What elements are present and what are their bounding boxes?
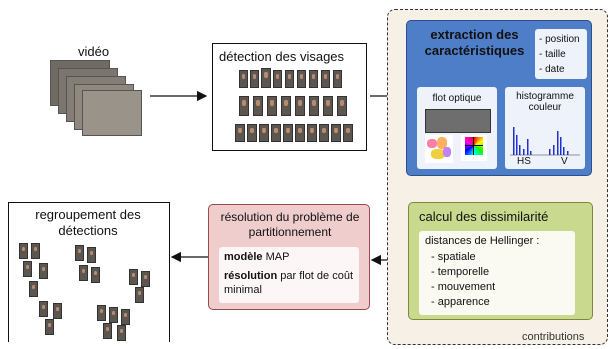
attribute-position: - position xyxy=(539,34,580,45)
contributions-label: contributions xyxy=(522,331,585,343)
distance-temporal: - temporelle xyxy=(431,266,490,278)
distances-panel: distances de Hellinger : - spatiale - te… xyxy=(419,231,575,315)
face-detection-label: détection des visages xyxy=(219,49,345,64)
color-histogram-chart xyxy=(510,127,580,156)
face-clusters xyxy=(9,241,169,341)
color-histogram-panel: histogramme couleur HS V xyxy=(505,87,585,169)
attribute-date: - date xyxy=(539,64,565,75)
optical-flow-frame xyxy=(425,109,491,133)
face-thumbnails xyxy=(235,66,355,148)
color-histogram-label: histogramme couleur xyxy=(516,91,574,113)
clustering-label: regroupement des détections xyxy=(35,207,141,238)
dissimilarity-box: calcul des dissimilarité distances de He… xyxy=(408,202,593,320)
attribute-size: - taille xyxy=(539,49,566,60)
dissimilarity-title: calcul des dissimilarité xyxy=(419,209,549,224)
optical-flow-panel: flot optique xyxy=(417,87,497,169)
histogram-v-label: V xyxy=(561,156,568,167)
partitioning-details-panel: modèle MAP résolution par flot de coût m… xyxy=(219,247,359,303)
distance-spatial: - spatiale xyxy=(431,251,476,263)
model-value: MAP xyxy=(265,251,290,263)
feature-extraction-title: extraction des caractéristiques xyxy=(424,27,525,58)
resolution-value: par flot de coût minimal xyxy=(224,270,354,296)
distances-heading: distances de Hellinger : xyxy=(425,235,540,247)
partitioning-title: résolution du problème de partitionnemen… xyxy=(220,210,360,239)
histogram-hs-label: HS xyxy=(517,156,531,167)
clustering-box: regroupement des détections xyxy=(8,202,170,342)
optical-flow-label: flot optique xyxy=(432,93,482,104)
resolution-label: résolution xyxy=(224,270,278,282)
attributes-panel: - position - taille - date xyxy=(535,29,587,79)
optical-flow-color-map xyxy=(425,135,453,163)
distance-motion: - mouvement xyxy=(431,281,496,293)
partitioning-box: résolution du problème de partitionnemen… xyxy=(208,204,370,310)
feature-extraction-box: extraction des caractéristiques - positi… xyxy=(406,20,592,176)
face-detection-box: détection des visages xyxy=(212,43,367,151)
model-label: modèle xyxy=(224,251,263,263)
video-frames xyxy=(50,60,160,145)
distance-appearance: - apparence xyxy=(431,296,490,308)
flow-color-wheel-icon xyxy=(461,135,487,161)
video-label: vidéo xyxy=(78,44,110,59)
